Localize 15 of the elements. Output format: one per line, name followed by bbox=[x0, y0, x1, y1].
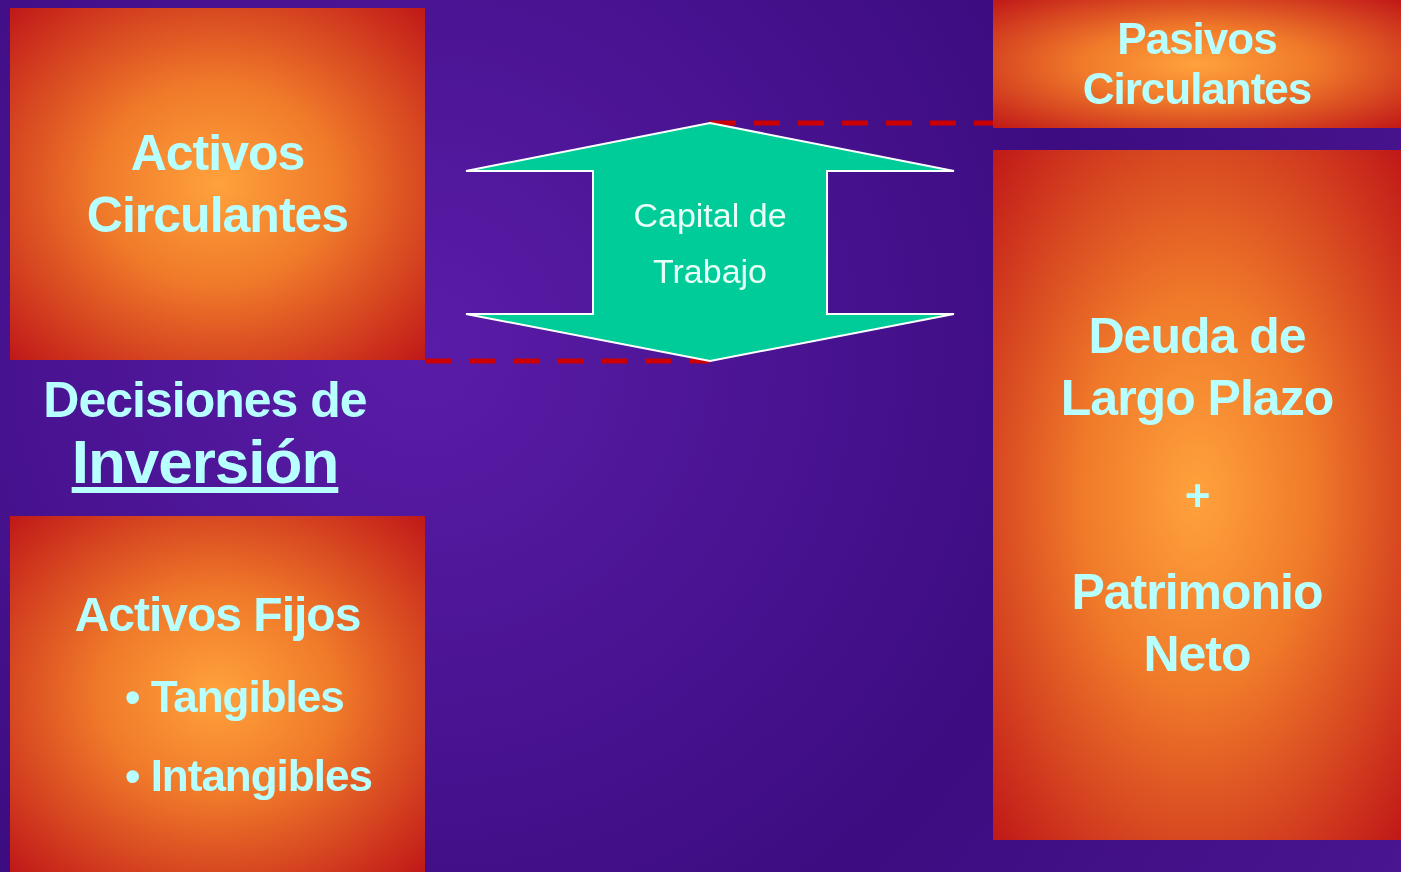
arrow-label: Capital de Trabajo bbox=[632, 194, 788, 292]
financing-box bbox=[993, 150, 1401, 840]
dashed-line bbox=[710, 120, 993, 126]
box-text: + bbox=[1183, 469, 1211, 522]
asset-box bbox=[10, 516, 425, 872]
box-title: Activos Circulantes bbox=[85, 123, 350, 245]
box-text: Activos Fijos bbox=[74, 587, 361, 643]
dashed-line bbox=[425, 358, 710, 364]
liability-box bbox=[993, 0, 1401, 128]
box-text: • Intangibles bbox=[125, 750, 372, 802]
box-text: Patrimonio Neto bbox=[1070, 562, 1324, 684]
box-text: • Tangibles bbox=[125, 671, 344, 723]
box-text: Deuda de Largo Plazo bbox=[1059, 306, 1335, 428]
asset-box bbox=[10, 8, 425, 360]
box-title: Pasivos Circulantes bbox=[1081, 14, 1313, 114]
